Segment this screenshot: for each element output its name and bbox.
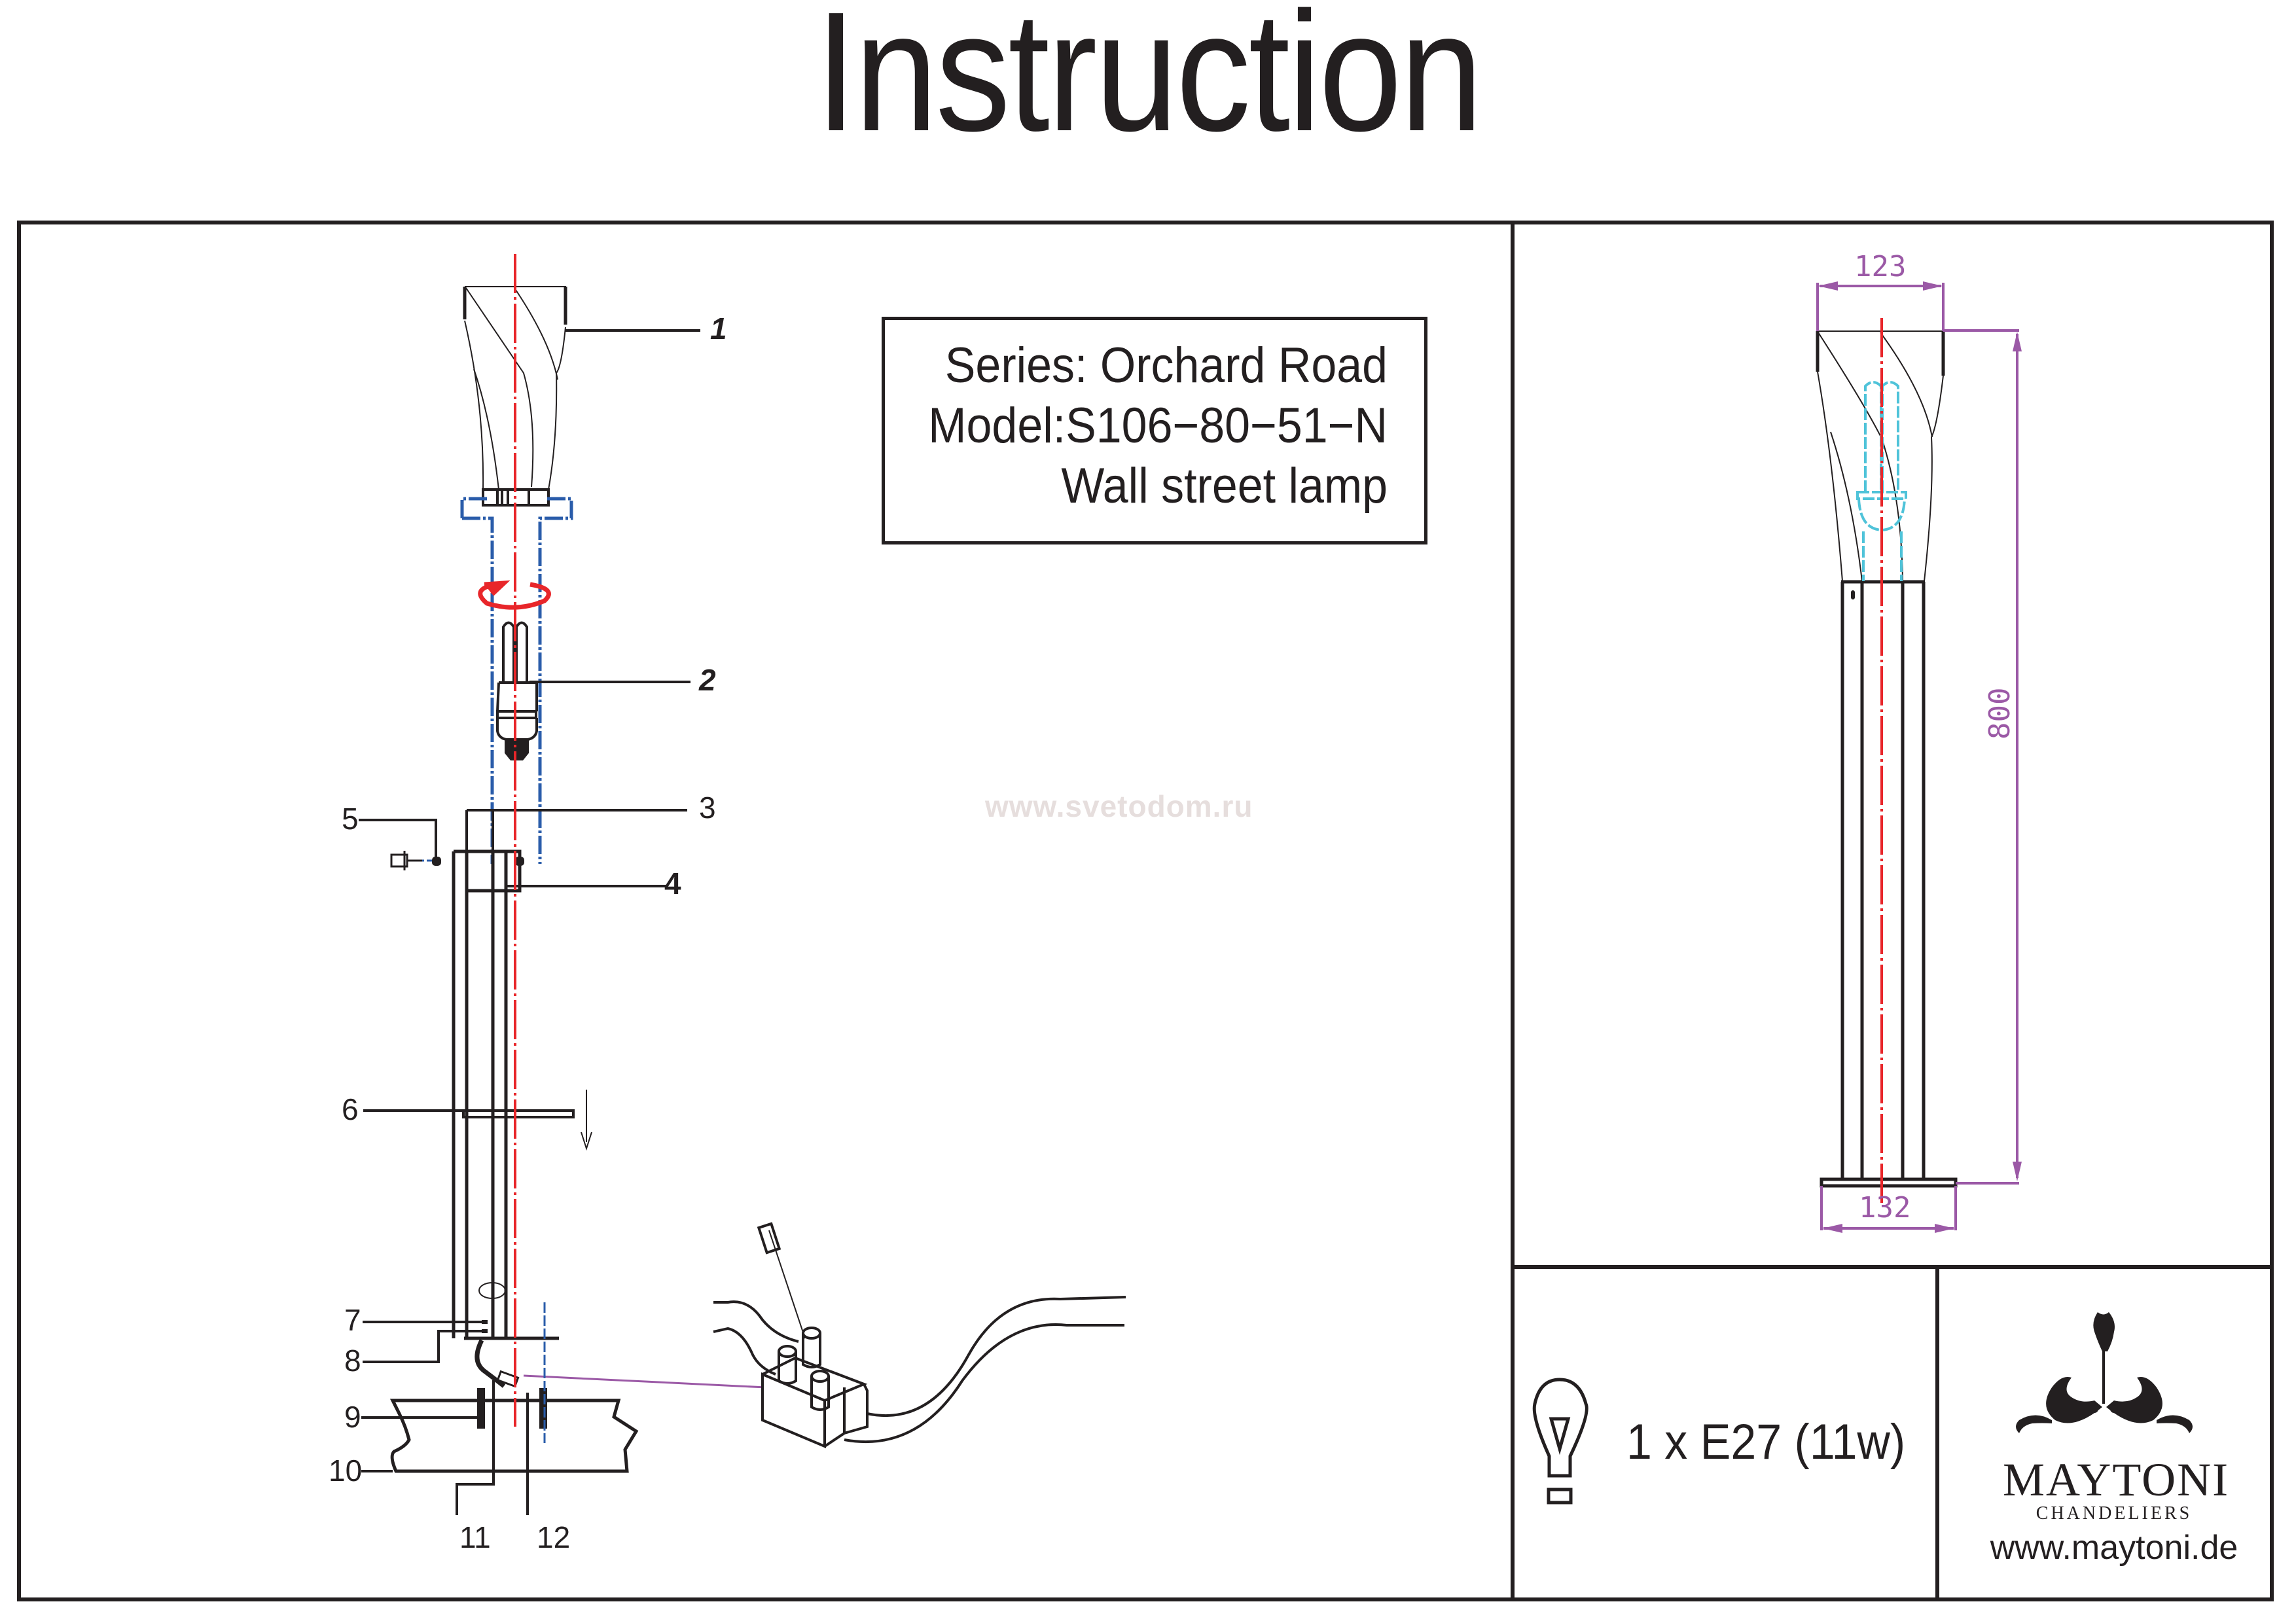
brand-name: MAYTONI	[2003, 1454, 2230, 1506]
callout-4: 4	[664, 866, 681, 901]
callout-3: 3	[699, 791, 716, 825]
series-label: Series: Orchard Road	[944, 338, 1388, 393]
product-info-box: Series: Orchard Road Model:S106−80−51−N …	[882, 317, 1427, 544]
panel-divider-horizontal	[1511, 1265, 2274, 1269]
callout-9: 9	[344, 1400, 361, 1434]
post-part-4	[452, 849, 508, 1338]
light-bulb-icon	[1532, 1378, 1588, 1505]
callout-1: 1	[710, 312, 727, 346]
callout-10: 10	[329, 1454, 363, 1488]
elevation-view	[1816, 330, 1958, 1188]
callout-8: 8	[344, 1344, 361, 1378]
panel-divider-footer	[1935, 1267, 1939, 1601]
drawing-frame	[17, 221, 2274, 1601]
callout-6: 6	[342, 1092, 359, 1126]
dimension-height: 800	[1983, 687, 2017, 740]
dimension-lines	[1816, 283, 2019, 1230]
brand-subtitle: CHANDELIERS	[2036, 1503, 2193, 1524]
callout-5: 5	[342, 802, 359, 836]
panel-divider-vertical	[1511, 221, 1515, 1601]
callout-12: 12	[537, 1520, 571, 1554]
terminal-block-detail	[713, 1222, 1126, 1449]
bulb-part-2	[496, 621, 538, 760]
dimension-base-width: 132	[1859, 1191, 1911, 1224]
callout-2: 2	[699, 663, 716, 697]
callout-11: 11	[459, 1520, 491, 1554]
watermark: www.svetodom.ru	[985, 789, 1253, 823]
lamp-spec: 1 x E27 (11w)	[1626, 1414, 1906, 1470]
dimension-top-width: 123	[1854, 250, 1907, 283]
brand-website[interactable]: www.maytoni.de	[1990, 1529, 2238, 1567]
maytoni-ornament-logo	[2016, 1312, 2193, 1433]
shade-part-1	[463, 286, 567, 507]
page-title: Instruction	[815, 0, 1483, 167]
product-type-label: Wall street lamp	[1061, 458, 1388, 514]
model-label: Model:S106−80−51−N	[928, 398, 1388, 454]
callout-7: 7	[344, 1303, 361, 1337]
screwdriver-icon	[390, 851, 422, 870]
